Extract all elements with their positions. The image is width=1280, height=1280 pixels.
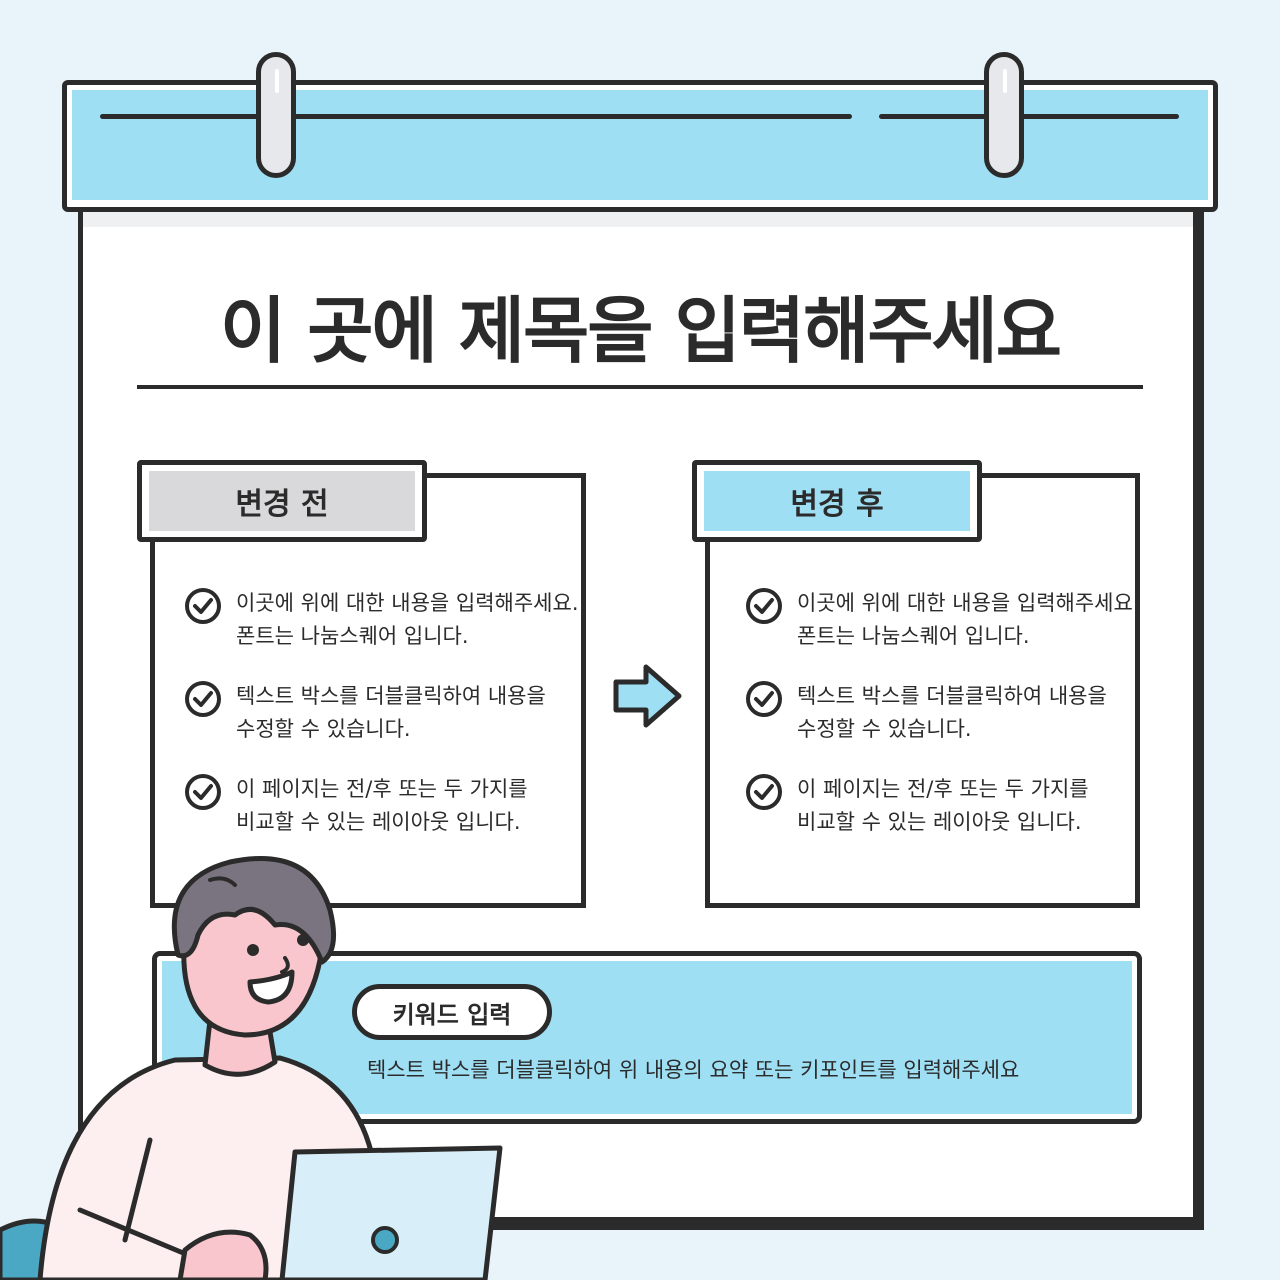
- check-circle-icon: [185, 774, 221, 810]
- header-bar-fill: [72, 90, 1208, 200]
- before-tab: 변경 전: [137, 460, 427, 542]
- after-item-text[interactable]: 이 페이지는 전/후 또는 두 가지를 비교할 수 있는 레이아웃 입니다.: [797, 777, 1089, 834]
- before-item-text[interactable]: 이 페이지는 전/후 또는 두 가지를 비교할 수 있는 레이아웃 입니다.: [236, 777, 528, 834]
- before-item-text[interactable]: 이곳에 위에 대한 내용을 입력해주세요. 폰트는 나눔스퀘어 입니다.: [236, 591, 579, 648]
- after-item-1: 이곳에 위에 대한 내용을 입력해주세요. 폰트는 나눔스퀘어 입니다.: [745, 587, 1145, 653]
- header-line-left: [100, 114, 852, 119]
- check-circle-icon: [746, 774, 782, 810]
- after-tab-label[interactable]: 변경 후: [704, 471, 970, 531]
- after-tab: 변경 후: [692, 460, 982, 542]
- person-with-laptop-illustration: [0, 856, 503, 1280]
- check-circle-icon: [185, 681, 221, 717]
- check-circle-icon: [746, 681, 782, 717]
- before-tab-label[interactable]: 변경 전: [149, 471, 415, 531]
- ring-binder-icon: [256, 52, 296, 178]
- check-circle-icon: [185, 588, 221, 624]
- keyword-text[interactable]: 텍스트 박스를 더블클릭하여 위 내용의 요약 또는 키포인트를 입력해주세요: [367, 1058, 1020, 1082]
- header-line-right: [879, 114, 1179, 119]
- title-divider: [137, 385, 1143, 389]
- after-item-2: 텍스트 박스를 더블클릭하여 내용을 수정할 수 있습니다.: [745, 680, 1145, 746]
- before-item-2: 텍스트 박스를 더블클릭하여 내용을 수정할 수 있습니다.: [184, 680, 584, 746]
- after-item-text[interactable]: 텍스트 박스를 더블클릭하여 내용을 수정할 수 있습니다.: [797, 684, 1107, 741]
- check-circle-icon: [746, 588, 782, 624]
- after-item-text[interactable]: 이곳에 위에 대한 내용을 입력해주세요. 폰트는 나눔스퀘어 입니다.: [797, 591, 1140, 648]
- before-item-1: 이곳에 위에 대한 내용을 입력해주세요. 폰트는 나눔스퀘어 입니다.: [184, 587, 584, 653]
- keyword-label-pill[interactable]: 키워드 입력: [352, 984, 552, 1040]
- before-item-text[interactable]: 텍스트 박스를 더블클릭하여 내용을 수정할 수 있습니다.: [236, 684, 546, 741]
- before-item-3: 이 페이지는 전/후 또는 두 가지를 비교할 수 있는 레이아웃 입니다.: [184, 773, 584, 839]
- right-arrow-icon: [613, 664, 682, 728]
- after-item-3: 이 페이지는 전/후 또는 두 가지를 비교할 수 있는 레이아웃 입니다.: [745, 773, 1145, 839]
- before-card: [150, 473, 586, 908]
- ring-binder-icon: [984, 52, 1024, 178]
- page-title[interactable]: 이 곳에 제목을 입력해주세요: [219, 289, 1062, 373]
